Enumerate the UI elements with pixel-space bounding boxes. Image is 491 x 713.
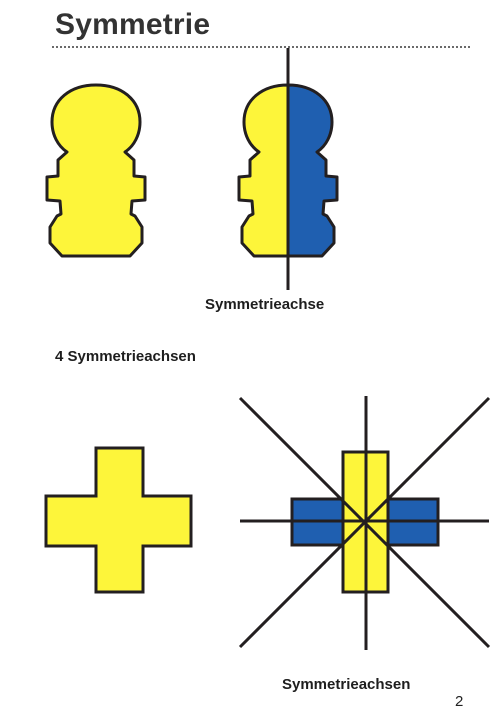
axis-count-label: 4 Symmetrieachsen: [55, 348, 196, 365]
page-number: 2: [455, 693, 463, 710]
pawn-half-yellow: [239, 85, 288, 256]
symmetry-axis-label: Symmetrieachse: [205, 296, 324, 313]
plus-shape-yellow: [46, 448, 191, 592]
pawn-half-blue: [288, 85, 337, 256]
pawn-figure-yellow: [47, 85, 145, 256]
symmetry-axes-label: Symmetrieachsen: [282, 676, 410, 693]
